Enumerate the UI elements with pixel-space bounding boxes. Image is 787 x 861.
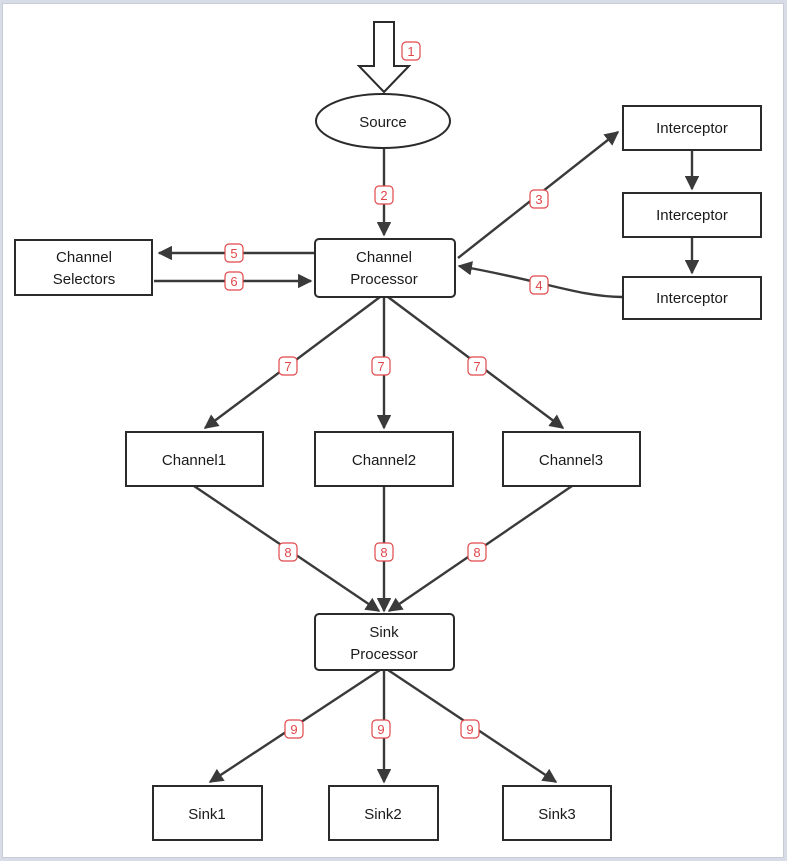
channel1-node: Channel1: [125, 431, 264, 487]
step-badge-2: 2: [374, 185, 394, 205]
sink3-label: Sink3: [538, 806, 576, 823]
step-badge-9a: 9: [284, 719, 304, 739]
step-badge-9c: 9: [460, 719, 480, 739]
step-number-6: 6: [230, 274, 237, 289]
step-badge-3: 3: [529, 189, 549, 209]
sink1-label: Sink1: [188, 806, 226, 823]
channel-selectors-label-line1: Channel: [56, 249, 112, 266]
edge-interceptor-to-channel-processor: [457, 261, 623, 299]
step-number-8a: 8: [284, 545, 291, 560]
step-number-9c: 9: [466, 722, 473, 737]
source-label: Source: [359, 114, 407, 131]
channel1-label: Channel1: [162, 452, 226, 469]
step-badge-7b: 7: [371, 356, 391, 376]
step-number-2: 2: [380, 188, 387, 203]
channel-selectors-label-line2: Selectors: [53, 271, 116, 288]
sink3-node: Sink3: [502, 785, 612, 841]
sink2-label: Sink2: [364, 806, 402, 823]
channel3-label: Channel3: [539, 452, 603, 469]
interceptor-node-2: Interceptor: [622, 192, 762, 238]
sink-processor-label-line2: Processor: [350, 646, 418, 663]
interceptor-label-3: Interceptor: [656, 290, 728, 307]
sink-processor-node: Sink Processor: [314, 613, 455, 671]
step-number-5: 5: [230, 246, 237, 261]
step-badge-5: 5: [224, 243, 244, 263]
channel2-node: Channel2: [314, 431, 454, 487]
channel-selectors-node: Channel Selectors: [14, 239, 153, 296]
sink2-node: Sink2: [328, 785, 439, 841]
step-number-8c: 8: [473, 545, 480, 560]
step-badge-7a: 7: [278, 356, 298, 376]
step-badge-1: 1: [401, 41, 421, 61]
step-number-9b: 9: [377, 722, 384, 737]
interceptor-node-3: Interceptor: [622, 276, 762, 320]
step-number-1: 1: [407, 44, 414, 59]
step-badge-9b: 9: [371, 719, 391, 739]
step-badge-7c: 7: [467, 356, 487, 376]
step-badge-6: 6: [224, 271, 244, 291]
interceptor-node-1: Interceptor: [622, 105, 762, 151]
sink-processor-label-line1: Sink: [369, 624, 399, 641]
step-number-7a: 7: [284, 359, 291, 374]
channel3-node: Channel3: [502, 431, 641, 487]
input-arrow-icon: [356, 21, 412, 94]
channel2-label: Channel2: [352, 452, 416, 469]
channel-processor-label-line1: Channel: [356, 249, 412, 266]
step-badge-8c: 8: [467, 542, 487, 562]
sink1-node: Sink1: [152, 785, 263, 841]
step-number-4: 4: [535, 278, 542, 293]
interceptor-label-2: Interceptor: [656, 207, 728, 224]
step-badge-4: 4: [529, 275, 549, 295]
step-number-7c: 7: [473, 359, 480, 374]
interceptor-label-1: Interceptor: [656, 120, 728, 137]
channel-processor-node: Channel Processor: [314, 238, 456, 298]
step-badge-8b: 8: [374, 542, 394, 562]
step-number-3: 3: [535, 192, 542, 207]
step-number-8b: 8: [380, 545, 387, 560]
step-number-7b: 7: [377, 359, 384, 374]
step-badge-8a: 8: [278, 542, 298, 562]
source-node: Source: [315, 93, 451, 149]
step-number-9a: 9: [290, 722, 297, 737]
channel-processor-label-line2: Processor: [350, 271, 418, 288]
